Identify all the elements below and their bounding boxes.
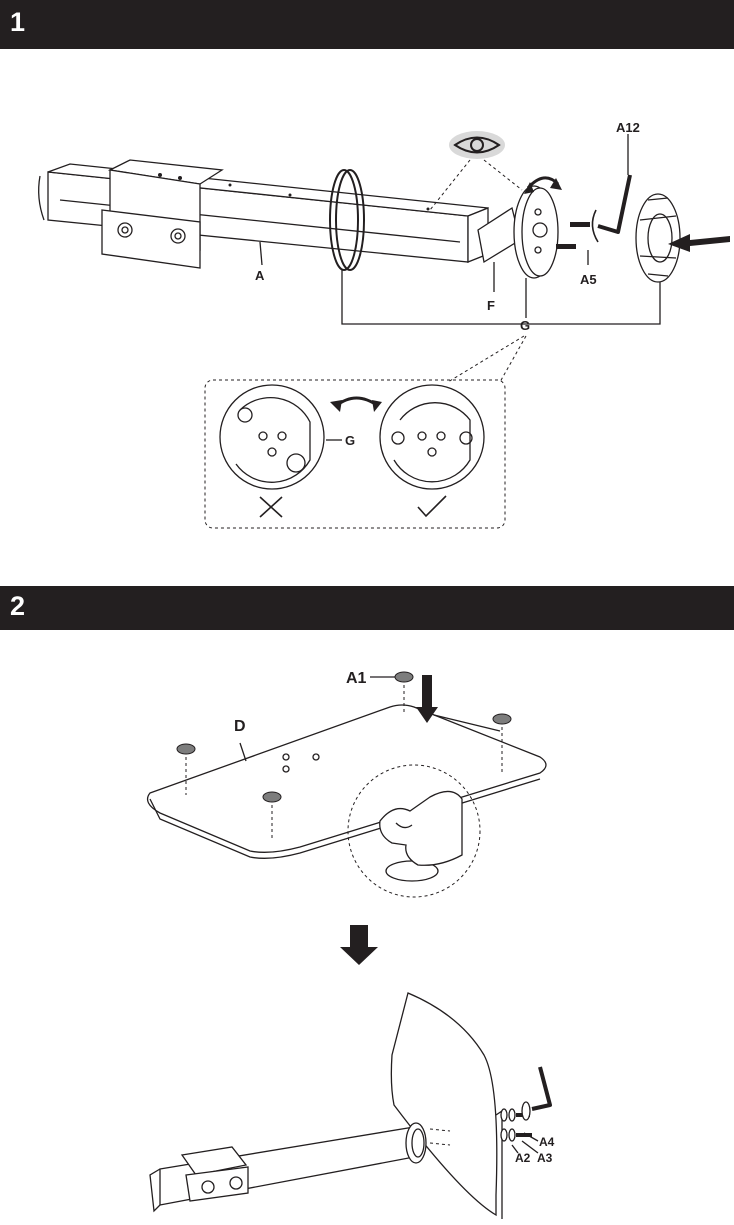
label-d: D xyxy=(234,718,246,735)
disc-g xyxy=(513,185,559,279)
label-a2: A2 xyxy=(515,1151,531,1165)
collar-ring xyxy=(329,169,365,271)
label-g-detail: G xyxy=(345,433,355,448)
step-2-number: 2 xyxy=(10,591,26,621)
bracket-block xyxy=(101,159,224,269)
label-a12: A12 xyxy=(616,120,640,135)
allen-key-icon xyxy=(597,174,632,234)
step-2-illustration: A1 D A4 A2 A3 xyxy=(146,670,555,1219)
hand-detail-callout xyxy=(347,764,481,898)
screw-a5 xyxy=(556,209,599,249)
eye-icon xyxy=(449,131,505,159)
disc-wrong-orientation xyxy=(219,384,325,490)
assembled-base-plate xyxy=(390,992,503,1219)
rubber-foot xyxy=(262,791,282,803)
allen-key-icon xyxy=(531,1066,552,1111)
label-a1: A1 xyxy=(346,670,367,687)
cover-cap xyxy=(635,193,681,283)
label-g: G xyxy=(520,318,530,333)
label-f: F xyxy=(487,298,495,313)
step-2-header: 2 xyxy=(0,586,734,630)
disc-correct-orientation xyxy=(379,384,485,490)
down-arrow-icon xyxy=(416,675,438,723)
cross-icon xyxy=(259,496,283,518)
label-a5: A5 xyxy=(580,272,597,287)
base-plate-d xyxy=(146,704,547,859)
step-1-illustration: A12 A5 A F G G xyxy=(38,120,730,529)
hardware-screws xyxy=(500,1101,532,1142)
rubber-foot xyxy=(492,713,512,725)
rubber-foot xyxy=(176,743,196,755)
label-a3: A3 xyxy=(537,1151,553,1165)
check-icon xyxy=(417,495,447,518)
label-a4: A4 xyxy=(539,1135,555,1149)
label-a: A xyxy=(255,268,265,283)
step-1-number: 1 xyxy=(10,7,26,37)
down-arrow-icon xyxy=(340,925,378,965)
assembled-bracket xyxy=(180,1146,249,1202)
step-1-header: 1 xyxy=(0,0,734,49)
push-arrow-icon xyxy=(668,234,730,252)
detail-callout-box xyxy=(204,379,506,529)
rubber-foot xyxy=(394,671,414,683)
